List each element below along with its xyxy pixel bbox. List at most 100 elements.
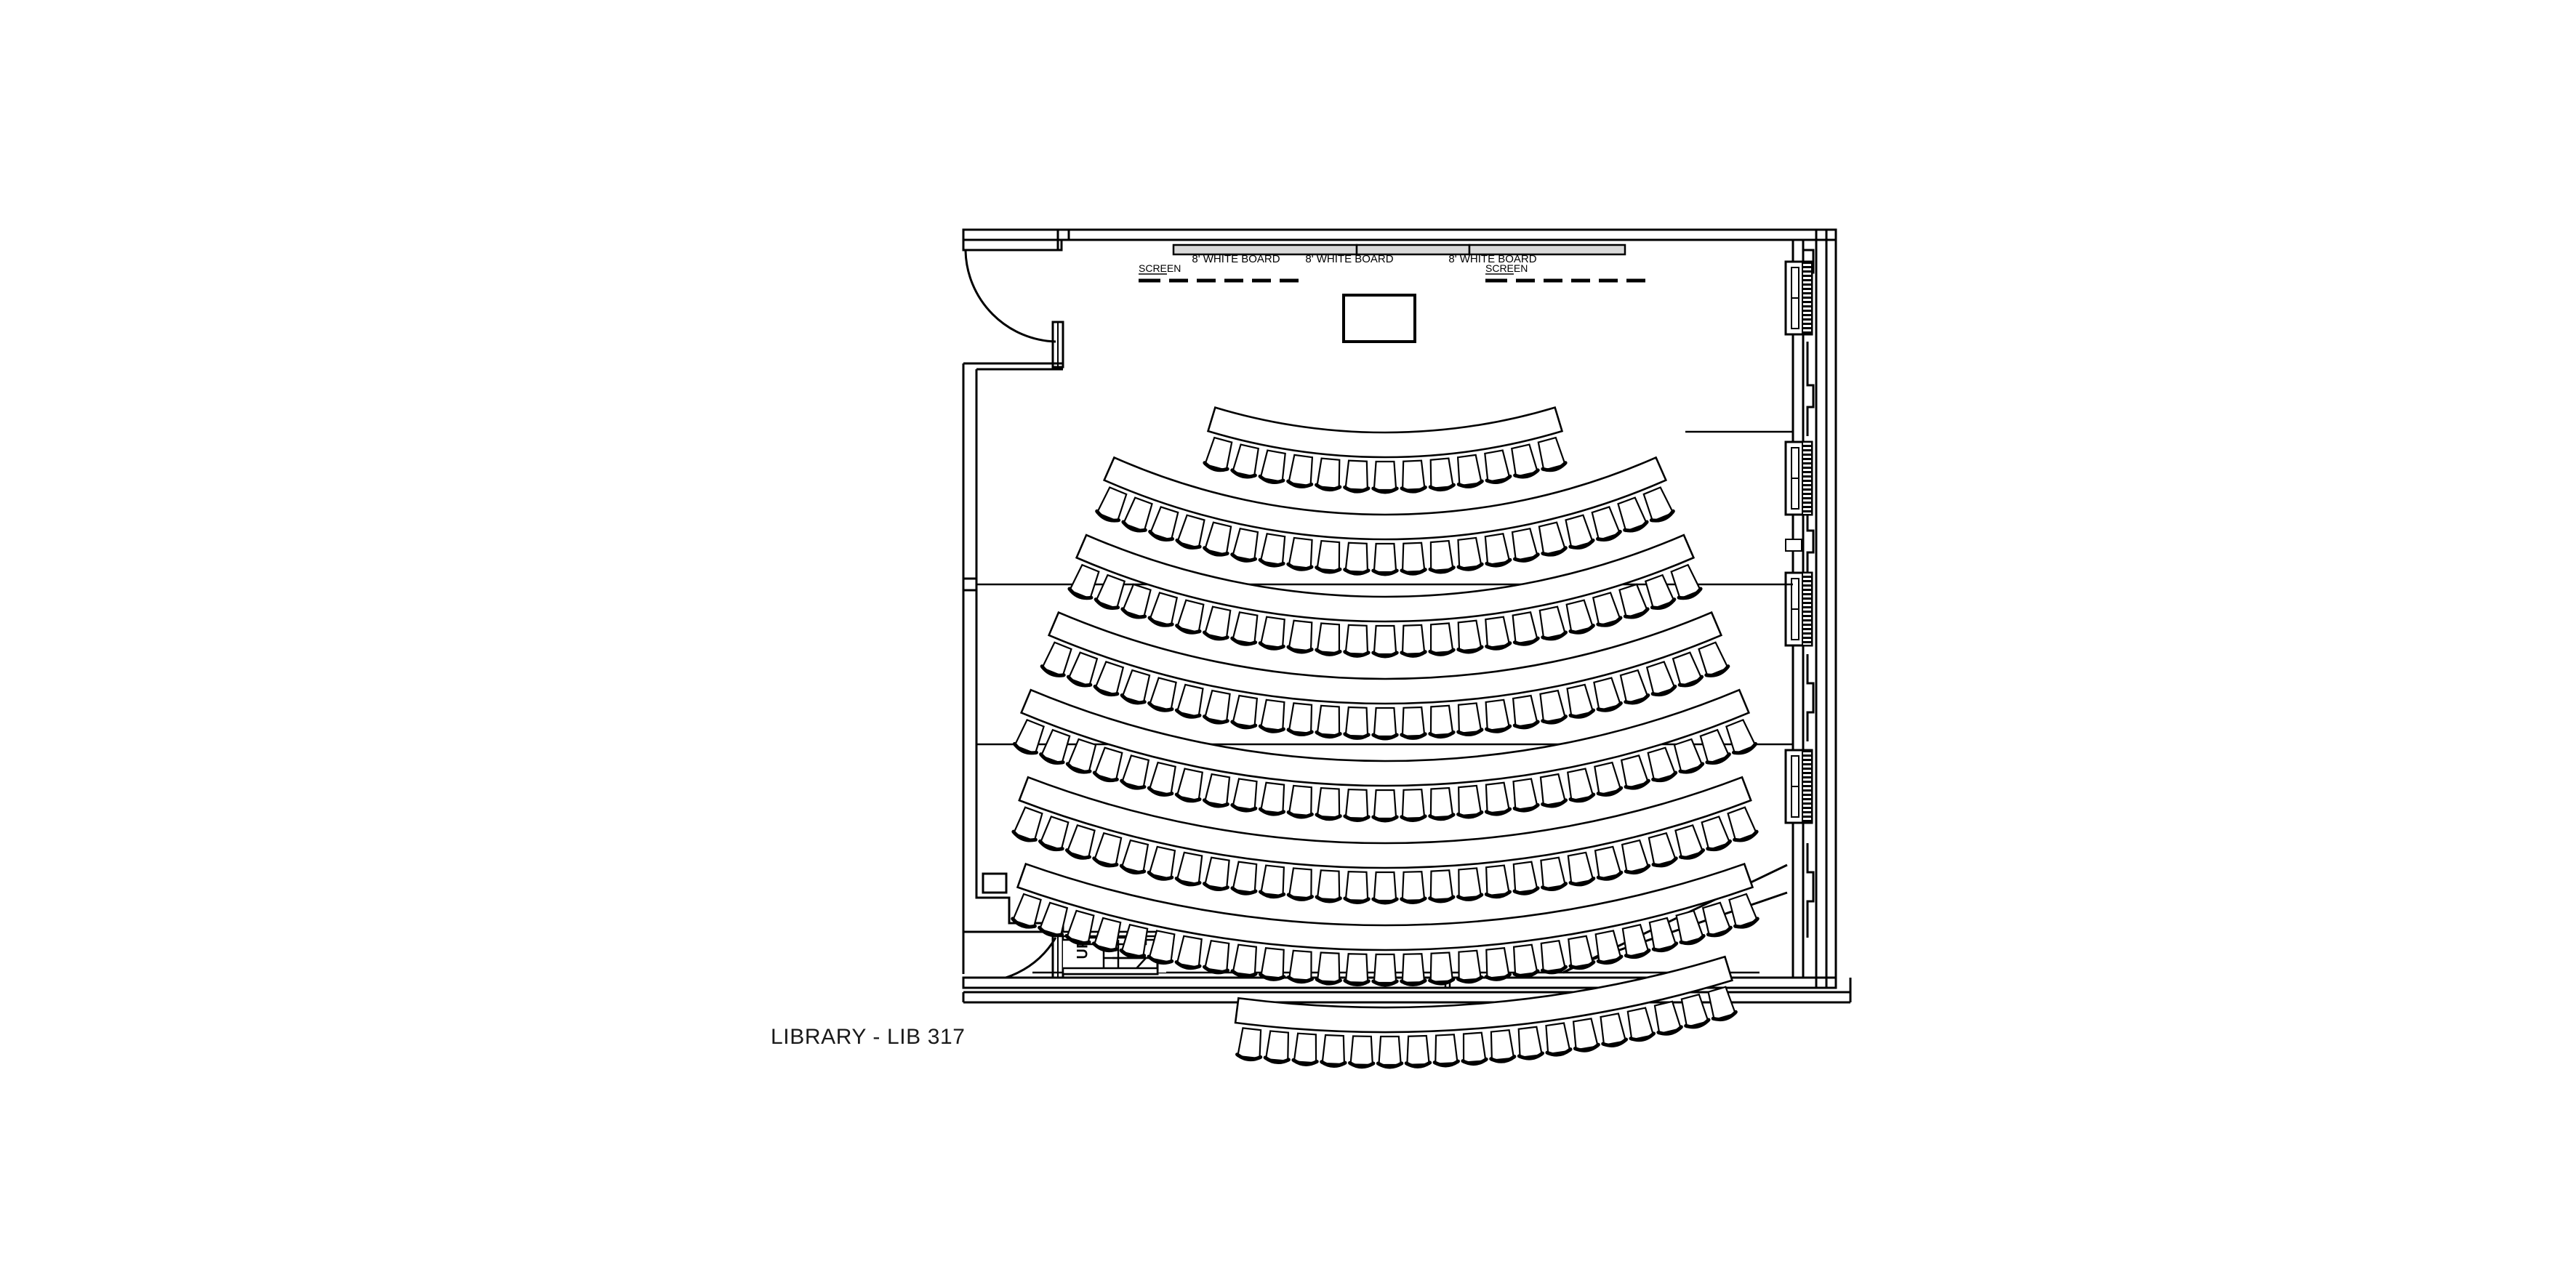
desk-counter — [1234, 955, 1733, 1034]
chair — [1432, 1034, 1460, 1068]
chair-seat — [1539, 689, 1567, 723]
chair-seat — [1512, 694, 1538, 728]
chair-seat — [1429, 457, 1454, 490]
chair-back — [1489, 1055, 1517, 1063]
chair — [1091, 917, 1122, 953]
chair — [1428, 786, 1456, 821]
chair — [1512, 778, 1540, 813]
chair — [1728, 893, 1760, 929]
chair — [1258, 533, 1286, 568]
chair-back — [1541, 965, 1568, 975]
chair — [1348, 1035, 1376, 1069]
chair-seat — [1232, 778, 1258, 811]
chair — [1512, 694, 1540, 730]
chair — [1701, 816, 1732, 852]
chair-seat — [1401, 788, 1426, 820]
chair-back — [1286, 975, 1315, 984]
chair-back — [1147, 954, 1174, 965]
chair — [1512, 611, 1540, 646]
chair — [1675, 909, 1706, 946]
chair-back — [1461, 1057, 1488, 1066]
chair-seat — [1373, 953, 1397, 984]
chair-seat — [1539, 773, 1567, 807]
chair-seat — [1373, 789, 1397, 820]
chair-seat — [1512, 861, 1538, 894]
chair — [1343, 542, 1371, 576]
chair — [1147, 592, 1179, 627]
chair — [1119, 923, 1149, 959]
chair-back — [1404, 1060, 1432, 1068]
chair — [1512, 943, 1540, 978]
chair — [1618, 583, 1650, 619]
chair-back — [1064, 934, 1091, 946]
chair — [1371, 624, 1399, 659]
chair-back — [1428, 483, 1456, 492]
chair — [1315, 539, 1342, 574]
chair — [1230, 443, 1260, 479]
chair-seat — [1232, 861, 1258, 894]
chair-seat — [1373, 542, 1397, 573]
chair-seat — [1484, 449, 1511, 483]
desk-counter — [1018, 776, 1752, 869]
door-swing-bottom-left — [966, 937, 1057, 983]
chair-seat — [1429, 539, 1454, 572]
chair — [1376, 1035, 1404, 1069]
chair-seat — [1288, 702, 1313, 735]
chair-back — [1235, 1052, 1263, 1062]
chair — [1315, 951, 1342, 986]
chair-back — [1651, 770, 1678, 783]
chair — [1320, 1034, 1347, 1068]
chair-back — [1371, 897, 1399, 905]
chair-back — [1596, 954, 1624, 965]
chair — [1343, 706, 1371, 740]
chair-seat — [1490, 1029, 1515, 1061]
desk-counter — [1102, 456, 1668, 541]
chair-back — [1258, 724, 1285, 733]
chair-back — [1596, 870, 1624, 881]
chair-back — [1315, 895, 1342, 903]
chair — [1565, 599, 1595, 635]
chair-seat — [1517, 1026, 1544, 1059]
chair — [1230, 861, 1258, 895]
chair — [1484, 781, 1512, 816]
chair-back — [1040, 664, 1066, 677]
seating-row-7 — [1011, 862, 1760, 987]
chair-back — [1371, 979, 1399, 987]
chair-seat — [1429, 869, 1454, 901]
chair — [1286, 536, 1314, 571]
chair-back — [1120, 607, 1147, 619]
chair — [1699, 728, 1731, 765]
chair-back — [1343, 650, 1371, 658]
chair — [1066, 651, 1099, 688]
seating-row-1 — [1203, 406, 1568, 494]
chair-back — [1376, 1061, 1404, 1069]
chair — [1371, 789, 1399, 823]
chair — [1011, 893, 1042, 929]
chair-seat — [1511, 527, 1539, 562]
chair-back — [1568, 538, 1595, 550]
chair — [1484, 864, 1512, 899]
chair — [1121, 496, 1153, 533]
chair-seat — [1288, 619, 1313, 652]
chair — [1203, 436, 1233, 472]
chair-back — [1541, 461, 1568, 472]
chair-back — [1343, 814, 1371, 822]
chair — [1593, 677, 1623, 712]
chair — [1568, 935, 1596, 970]
chair-back — [1400, 896, 1427, 904]
chair-back — [1315, 977, 1342, 986]
seating-row-2 — [1095, 456, 1675, 576]
chair-back — [1512, 803, 1540, 813]
chair-seat — [1540, 856, 1567, 890]
chair-seat — [1232, 943, 1258, 977]
chair-back — [1320, 1060, 1347, 1068]
chair — [1647, 746, 1678, 783]
chair-seat — [1540, 939, 1567, 973]
chair-back — [1011, 829, 1038, 842]
chair-seat — [1288, 536, 1313, 570]
chair-seat — [1176, 851, 1203, 885]
chair-back — [1706, 925, 1733, 938]
chair-seat — [1316, 869, 1341, 901]
chair-back — [1456, 810, 1484, 819]
chair-back — [1400, 650, 1427, 658]
